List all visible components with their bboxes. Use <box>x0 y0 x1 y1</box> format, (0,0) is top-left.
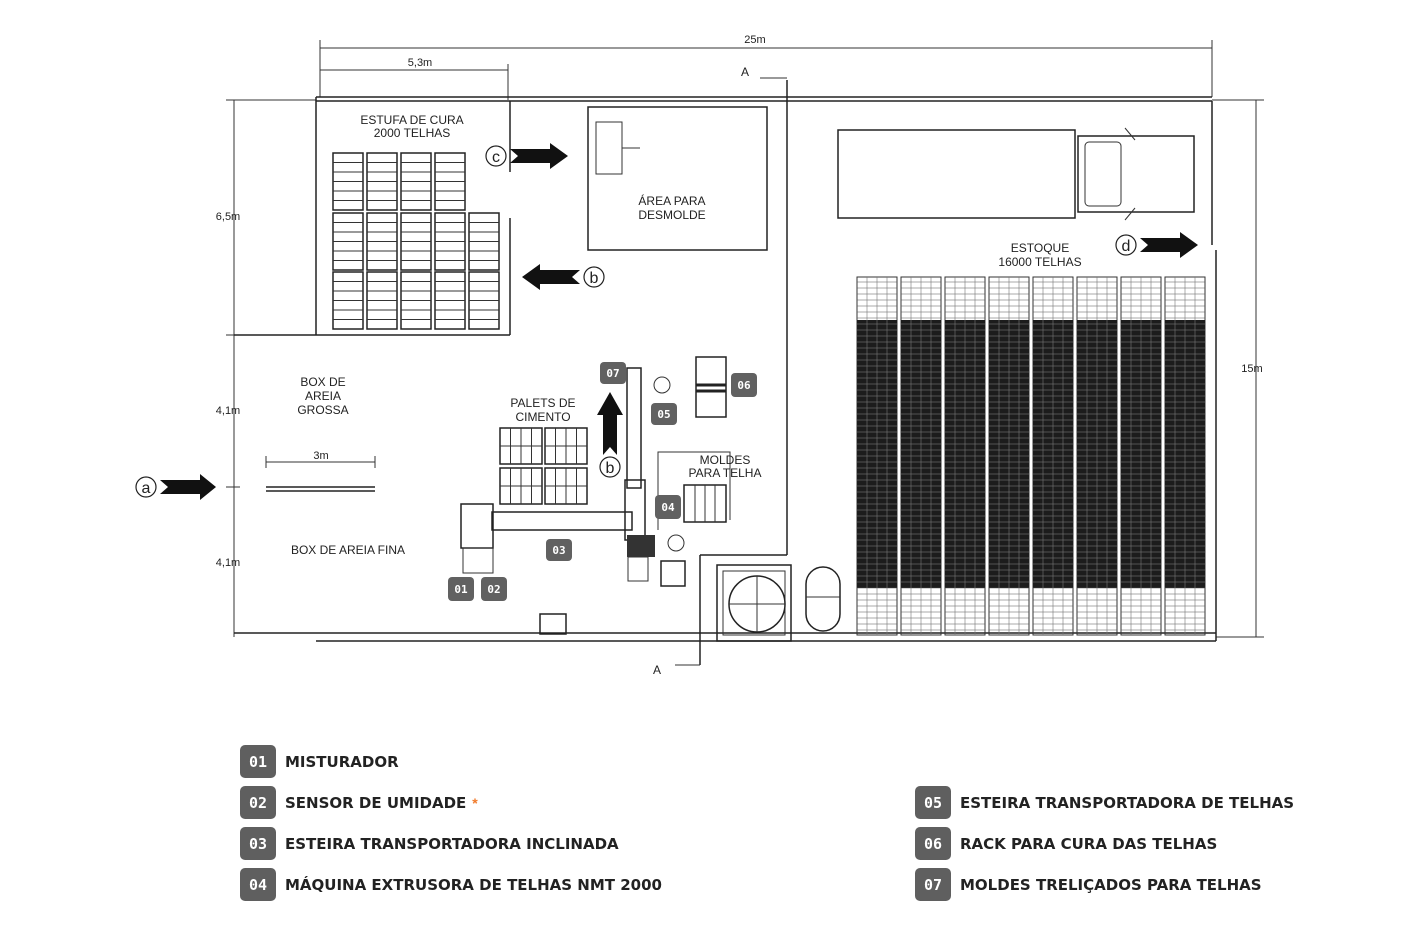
badge-03: 03 <box>546 539 572 561</box>
badge-05: 05 <box>651 403 677 425</box>
legend-item-05: 05 ESTEIRA TRANSPORTADORA DE TELHAS <box>915 786 1294 819</box>
box-grossa-label-3: GROSSA <box>297 403 348 417</box>
stock-racks <box>856 276 1206 636</box>
legend-label: MOLDES TRELIÇADOS PARA TELHAS <box>960 876 1262 894</box>
extruder <box>624 479 646 541</box>
plan-badges: 01 02 03 04 05 06 07 <box>448 362 757 601</box>
desmolde-label: ÁREA PARA <box>638 193 705 208</box>
box-grossa-label: BOX DE <box>300 375 345 389</box>
palets-area: PALETS DE CIMENTO <box>499 396 588 505</box>
truck <box>837 127 1195 221</box>
dim-box-grossa: 4,1m <box>216 405 240 417</box>
legend-label: MÁQUINA EXTRUSORA DE TELHAS NMT 2000 <box>285 875 662 894</box>
operator-icon <box>653 376 671 394</box>
badge-04: 04 <box>655 495 681 519</box>
svg-text:03: 03 <box>552 544 565 557</box>
legend-badge: 07 <box>924 876 942 894</box>
badge-01: 01 <box>448 577 474 601</box>
asterisk-icon: * <box>472 795 478 811</box>
legend-badge: 01 <box>249 753 267 771</box>
dim-partition: 3m <box>313 450 328 462</box>
estoque-capacity: 16000 TELHAS <box>998 255 1081 269</box>
legend-badge: 05 <box>924 794 942 812</box>
legend-label: RACK PARA CURA DAS TELHAS <box>960 835 1217 853</box>
section-marker-bottom: A <box>653 663 661 677</box>
arrow-right-icon <box>160 474 216 500</box>
arrow-right-icon <box>510 143 568 169</box>
estufa-capacity: 2000 TELHAS <box>374 126 451 140</box>
moldes-area: MOLDES PARA TELHA <box>657 451 762 530</box>
legend-badge: 06 <box>924 835 942 853</box>
box-grossa-label-2: AREIA <box>305 389 341 403</box>
inclined-conveyor <box>491 511 633 531</box>
palets-label: PALETS DE <box>510 396 575 410</box>
dim-total-depth: 15m <box>1241 363 1262 375</box>
estufa-area: ESTUFA DE CURA 2000 TELHAS <box>332 113 500 330</box>
tanks <box>716 564 841 642</box>
legend-item-02: 02 SENSOR DE UMIDADE * <box>240 786 478 819</box>
legend-label: SENSOR DE UMIDADE <box>285 794 466 812</box>
arrow-left-icon <box>522 264 580 290</box>
flow-arrows: a b b c d <box>135 143 1198 500</box>
mixer <box>460 503 494 549</box>
desmolde-area: ÁREA PARA DESMOLDE <box>587 106 768 251</box>
dim-estufa-depth: 6,5m <box>216 211 240 223</box>
dim-estufa-width: 5,3m <box>408 57 432 69</box>
svg-text:04: 04 <box>661 501 675 514</box>
badge-02: 02 <box>481 577 507 601</box>
legend-item-01: 01 MISTURADOR <box>240 745 399 778</box>
operator-icon <box>667 534 685 552</box>
arrow-up-icon <box>597 392 623 455</box>
estufa-label: ESTUFA DE CURA <box>360 113 463 127</box>
building-walls: A A 3m <box>234 65 1217 677</box>
arrow-right-icon <box>1140 232 1198 258</box>
estoque-label: ESTOQUE <box>1011 241 1069 255</box>
marker-b: b <box>590 270 599 287</box>
marker-a: a <box>142 480 151 497</box>
legend-badge: 04 <box>249 876 267 894</box>
moldes-label-2: PARA TELHA <box>689 466 762 480</box>
legend-label: MISTURADOR <box>285 753 399 771</box>
badge-06: 06 <box>731 373 757 397</box>
legend-item-06: 06 RACK PARA CURA DAS TELHAS <box>915 827 1217 860</box>
moldes-label: MOLDES <box>700 453 751 467</box>
dim-total-width: 25m <box>744 34 765 46</box>
legend-item-04: 04 MÁQUINA EXTRUSORA DE TELHAS NMT 2000 <box>240 868 662 901</box>
section-marker-top: A <box>741 65 749 79</box>
svg-text:07: 07 <box>606 367 619 380</box>
dim-box-fina: 4,1m <box>216 557 240 569</box>
marker-d: d <box>1122 238 1131 255</box>
legend-item-07: 07 MOLDES TRELIÇADOS PARA TELHAS <box>915 868 1262 901</box>
svg-text:02: 02 <box>487 583 500 596</box>
marker-c: c <box>492 149 500 166</box>
legend-label: ESTEIRA TRANSPORTADORA INCLINADA <box>285 835 619 853</box>
curing-racks <box>332 152 500 330</box>
legend-label: ESTEIRA TRANSPORTADORA DE TELHAS <box>960 794 1294 812</box>
svg-text:06: 06 <box>737 379 751 392</box>
tile-conveyor <box>626 367 642 489</box>
box-fina-label: BOX DE AREIA FINA <box>291 543 405 557</box>
legend-badge: 03 <box>249 835 267 853</box>
estoque-area: ESTOQUE 16000 TELHAS <box>856 241 1206 636</box>
palets-label-2: CIMENTO <box>515 410 570 424</box>
badge-07: 07 <box>600 362 626 384</box>
legend: 01 MISTURADOR 02 SENSOR DE UMIDADE * 03 ESTEIR… <box>240 745 1294 901</box>
marker-b-2: b <box>606 460 615 477</box>
desmolde-label-2: DESMOLDE <box>638 208 705 222</box>
curing-rack <box>695 356 727 418</box>
legend-badge: 02 <box>249 794 267 812</box>
legend-item-03: 03 ESTEIRA TRANSPORTADORA INCLINADA <box>240 827 619 860</box>
sand-boxes: BOX DE AREIA GROSSA BOX DE AREIA FINA <box>291 375 405 557</box>
machinery <box>460 356 727 635</box>
svg-text:05: 05 <box>657 408 670 421</box>
svg-text:01: 01 <box>454 583 468 596</box>
